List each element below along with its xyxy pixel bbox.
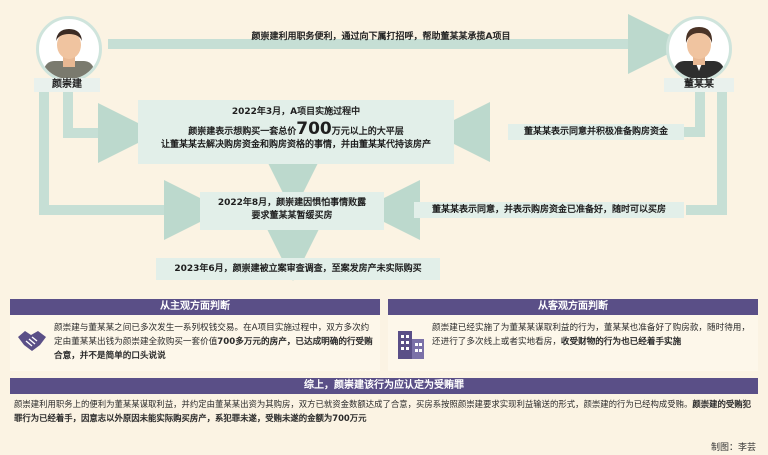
box1-amount: 700 (296, 119, 332, 139)
conclusion-text: 颜崇建利用职务上的便利为董某某谋取利益，并约定由董某某出资为其购房，双方已就资金… (14, 397, 756, 425)
person-left-name: 颜崇建 (34, 78, 100, 92)
right-to-box2-line (686, 92, 727, 215)
box1-line2-pre: 颜崇建表示想购买一套总价 (188, 127, 297, 137)
event-box-2022-march: 2022年3月，A项目实施过程中 颜崇建表示想购买一套总价700万元以上的大平层… (138, 100, 454, 164)
objective-text-bold: 收受财物的行为也已经着手实施 (560, 337, 682, 347)
handshake-icon (18, 331, 46, 351)
box2-line1: 2022年8月，颜崇建因惧怕事情败露 (217, 198, 367, 208)
subjective-text-bold: 700多万元的房产，已达成明确的行受贿合意，并不是简单的口头说说 (54, 337, 373, 361)
left-to-box2-arrow (39, 92, 224, 240)
avatar-right (666, 16, 732, 82)
box2-line2: 要求董某某暂缓买房 (251, 211, 333, 221)
right-statement-1: 董某某表示同意并积极准备购房资金 (508, 124, 684, 140)
top-arrow-text: 颜崇建利用职务便利，通过向下属打招呼，帮助董某某承揽A项目 (251, 32, 511, 42)
avatar-left (36, 16, 102, 82)
event-box-2023-june: 2023年6月，颜崇建被立案审查调查，至案发房产未实际购买 (156, 258, 440, 280)
building-icon (398, 331, 424, 359)
person-right-name: 董某某 (664, 78, 734, 92)
subjective-header: 从主观方面判断 (10, 299, 380, 315)
objective-panel: 颜崇建已经实施了为董某某谋取利益的行为，董某某也准备好了购房款，随时待用，还进行… (388, 315, 758, 371)
left-to-box1-arrow (63, 92, 158, 163)
subjective-panel: 颜崇建与董某某之间已多次发生一系列权钱交易。在A项目实施过程中，双方多次约定由董… (10, 315, 380, 371)
objective-header: 从客观方面判断 (388, 299, 758, 315)
box1-line3: 让董某某去解决购房资金和购房资格的事情，并由董某某代持该房产 (160, 140, 431, 150)
box1-line1: 2022年3月，A项目实施过程中 (231, 107, 361, 117)
flow-connectors (39, 14, 727, 281)
subjective-text: 颜崇建与董某某之间已多次发生一系列权钱交易。在A项目实施过程中，双方多次约定由董… (54, 321, 376, 363)
conclusion-header: 综上，颜崇建该行为应认定为受贿罪 (10, 378, 758, 394)
conclusion-text-plain: 颜崇建利用职务上的便利为董某某谋取利益，并约定由董某某出资为其购房，双方已就资金… (14, 399, 693, 409)
objective-text-plain: 颜崇建已经实施了为董某某谋取利益的行为，董某某也准备好了购房款，随时待用，还进行… (432, 323, 750, 347)
right-statement-2: 董某某表示同意，并表示购房资金已准备好，随时可以买房 (414, 202, 684, 218)
objective-text: 颜崇建已经实施了为董某某谋取利益的行为，董某某也准备好了购房款，随时待用，还进行… (432, 321, 752, 349)
subjective-text-plain: 颜崇建与董某某之间已多次发生一系列权钱交易。在A项目实施过程中，双方多次约定由董… (54, 323, 370, 347)
box1-line2-post: 万元以上的大平层 (331, 127, 404, 137)
credit: 制图：李芸 (710, 443, 756, 453)
event-box-2022-august: 2022年8月，颜崇建因惧怕事情败露 要求董某某暂缓买房 (200, 192, 384, 230)
person-right-icon (674, 27, 724, 79)
conclusion-text-bold: 颜崇建的受贿犯罪行为已经着手，因意志以外原因未能实际购买房产，系犯罪未遂，受贿未… (14, 399, 751, 423)
person-left-icon (44, 29, 94, 79)
box1-line2: 颜崇建表示想购买一套总价700万元以上的大平层 (138, 119, 454, 139)
